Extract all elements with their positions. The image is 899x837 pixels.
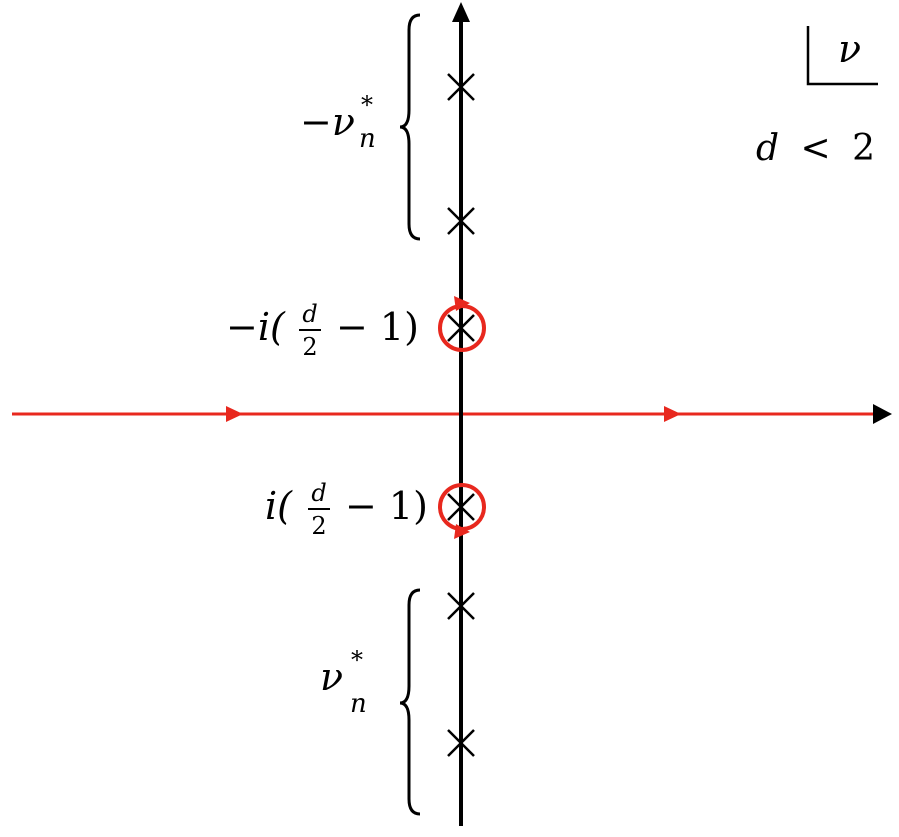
- group-label-lower: ν * n: [320, 646, 367, 719]
- contour-arrow-right: [664, 406, 681, 422]
- svg-text:*: *: [351, 646, 363, 674]
- pole-label-upper: −i( d 2 − 1): [226, 300, 419, 361]
- svg-text:−ν: −ν: [300, 100, 355, 144]
- svg-text:n: n: [350, 689, 367, 719]
- corner-box: [806, 26, 878, 86]
- svg-text:2: 2: [302, 333, 317, 361]
- pole-cross-lower-1: [447, 592, 475, 620]
- svg-text:−i(: −i(: [226, 305, 286, 349]
- svg-text:d: d: [311, 479, 326, 507]
- svg-text:2: 2: [311, 512, 326, 540]
- svg-text:n: n: [359, 124, 376, 154]
- svg-text:d: d: [302, 300, 317, 328]
- corner-symbol: ν: [838, 27, 861, 71]
- pole-label-lower: i( d 2 − 1): [265, 479, 428, 540]
- contour-arrow-left: [226, 406, 243, 422]
- condition-label: d < 2: [756, 128, 875, 169]
- svg-text:− 1): − 1): [345, 484, 428, 528]
- svg-text:ν: ν: [320, 655, 343, 699]
- pole-markers: [447, 73, 475, 757]
- pole-cross-mid-lower: [447, 493, 475, 521]
- contour-circle-lower-arrow: [454, 524, 470, 539]
- svg-text:− 1): − 1): [336, 305, 419, 349]
- brace-lower: [399, 588, 421, 816]
- group-label-upper: −ν * n: [300, 91, 376, 154]
- svg-text:*: *: [361, 91, 373, 119]
- imaginary-axis-arrowhead: [452, 2, 470, 22]
- brace-upper: [399, 13, 421, 241]
- contour-circle-upper-arrow: [454, 296, 470, 311]
- svg-text:i(: i(: [265, 484, 293, 528]
- pole-cross-upper-1: [447, 73, 475, 101]
- real-axis-arrowhead: [873, 404, 892, 424]
- pole-cross-upper-2: [447, 207, 475, 235]
- pole-cross-lower-2: [447, 729, 475, 757]
- pole-cross-mid-upper: [447, 314, 475, 342]
